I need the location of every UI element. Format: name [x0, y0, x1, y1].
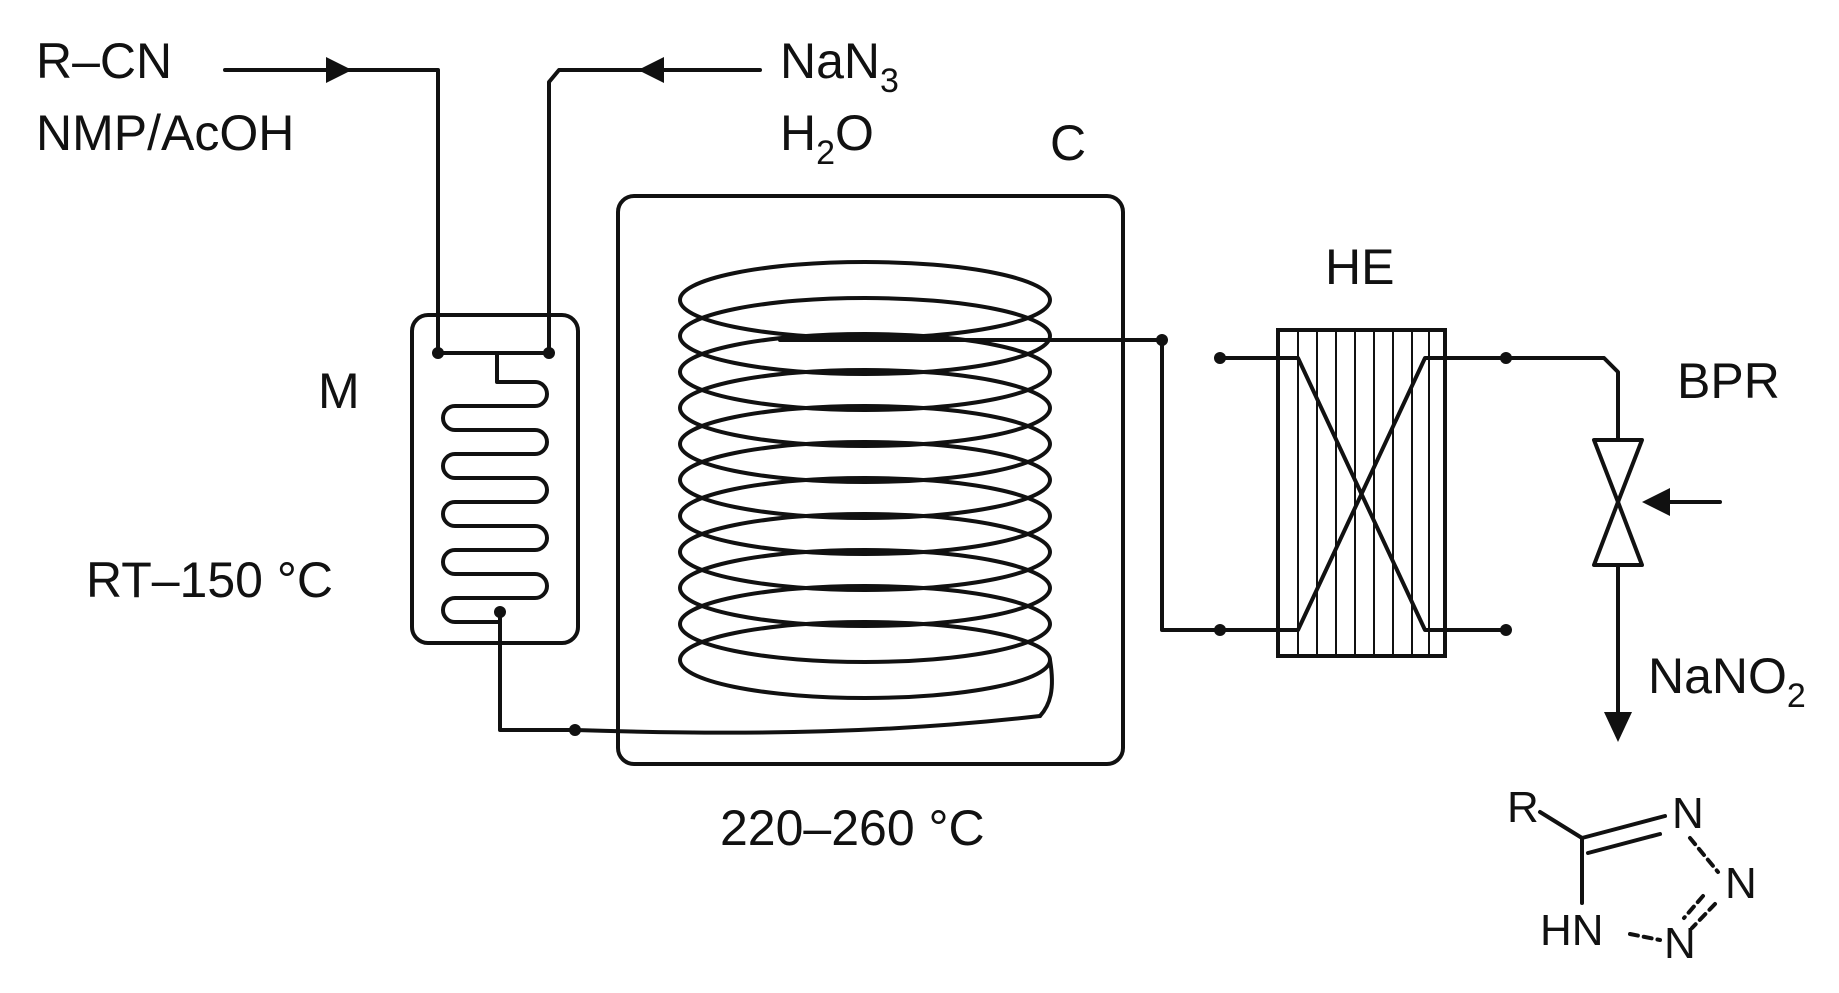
- feed-nitrile-label: R–CN: [36, 33, 172, 89]
- quench-label: NaNO2: [1648, 648, 1806, 715]
- nitrogen-hydrogen: HN: [1540, 906, 1604, 955]
- coil-windings: [678, 260, 1054, 718]
- feed-azide-label: NaN3: [780, 33, 899, 100]
- heat-exchanger-label: HE: [1325, 239, 1394, 295]
- feed-solvent-label: NMP/AcOH: [36, 105, 294, 161]
- nitrogen-right: N: [1725, 859, 1757, 908]
- mixer-temperature-label: RT–150 °C: [86, 552, 333, 608]
- coil-label: C: [1050, 115, 1086, 171]
- substituent-r: R: [1507, 783, 1539, 832]
- nitrile-feed-line: [223, 57, 444, 359]
- outlet-line: [1504, 356, 1632, 742]
- mixer-to-coil-line: [498, 610, 1042, 736]
- mixer-m: [410, 313, 580, 645]
- feed-water-label: H2O: [780, 105, 874, 172]
- azide-feed-line: [543, 57, 762, 359]
- bpr-label: BPR: [1677, 353, 1780, 409]
- flow-arrow-icon: [326, 57, 352, 83]
- back-pressure-regulator: [1592, 438, 1722, 567]
- coil-reactor-c: [616, 194, 1125, 766]
- flow-arrow-icon: [1604, 712, 1632, 742]
- tetrazole-product: R N N N HN: [1507, 783, 1757, 968]
- tetrazole-bonds: [1538, 810, 1720, 942]
- coil-temperature-label: 220–260 °C: [720, 800, 985, 856]
- mixer-label: M: [318, 363, 360, 419]
- heat-exchanger-he: [1218, 328, 1512, 658]
- pressure-arrow-icon: [1642, 488, 1670, 516]
- flow-arrow-icon: [638, 57, 664, 83]
- nitrogen-top: N: [1672, 789, 1704, 838]
